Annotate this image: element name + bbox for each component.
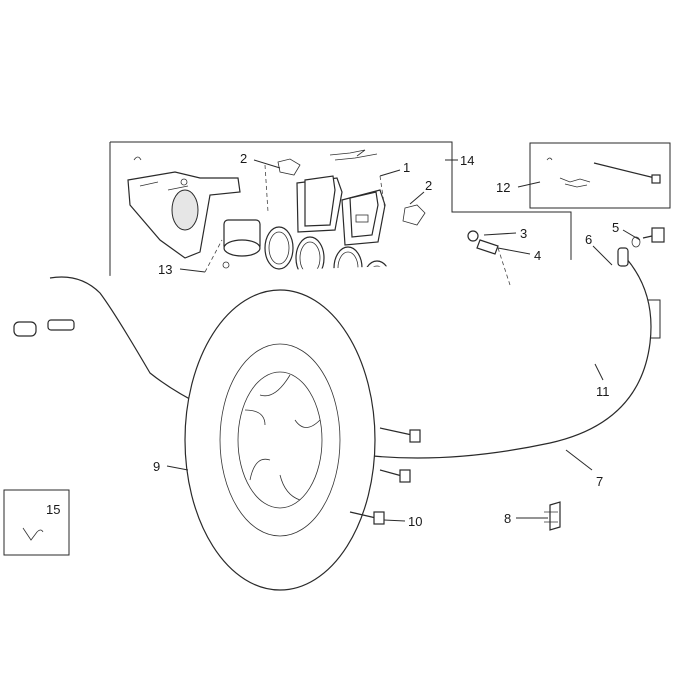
callout-5: 5 (612, 220, 619, 235)
callout-1: 1 (403, 160, 410, 175)
leader-lines (166, 159, 641, 522)
callout-9: 9 (153, 459, 160, 474)
callout-7: 7 (596, 474, 603, 489)
bleed-valve (467, 230, 499, 255)
callout-14: 14 (460, 153, 474, 168)
callout-6: 6 (585, 232, 592, 247)
disc-bolts (349, 427, 421, 525)
callout-labels: 1 2 2 3 4 5 6 7 8 9 10 11 12 13 14 15 (46, 151, 619, 529)
callout-3: 3 (520, 226, 527, 241)
callout-13: 13 (158, 262, 172, 277)
brake-pads (277, 149, 426, 246)
callout-11: 11 (596, 384, 610, 399)
pin-kit-frame (529, 142, 671, 209)
callout-8: 8 (504, 511, 511, 526)
callout-2b: 2 (425, 178, 432, 193)
callout-4: 4 (534, 248, 541, 263)
pad-clip (544, 501, 561, 531)
callout-10: 10 (408, 514, 422, 529)
brake-disc (184, 289, 376, 591)
caliper-bracket (127, 156, 241, 259)
clip-box-frame (3, 489, 70, 556)
callout-15: 15 (46, 502, 60, 517)
callout-2a: 2 (240, 151, 247, 166)
callout-12: 12 (496, 180, 510, 195)
